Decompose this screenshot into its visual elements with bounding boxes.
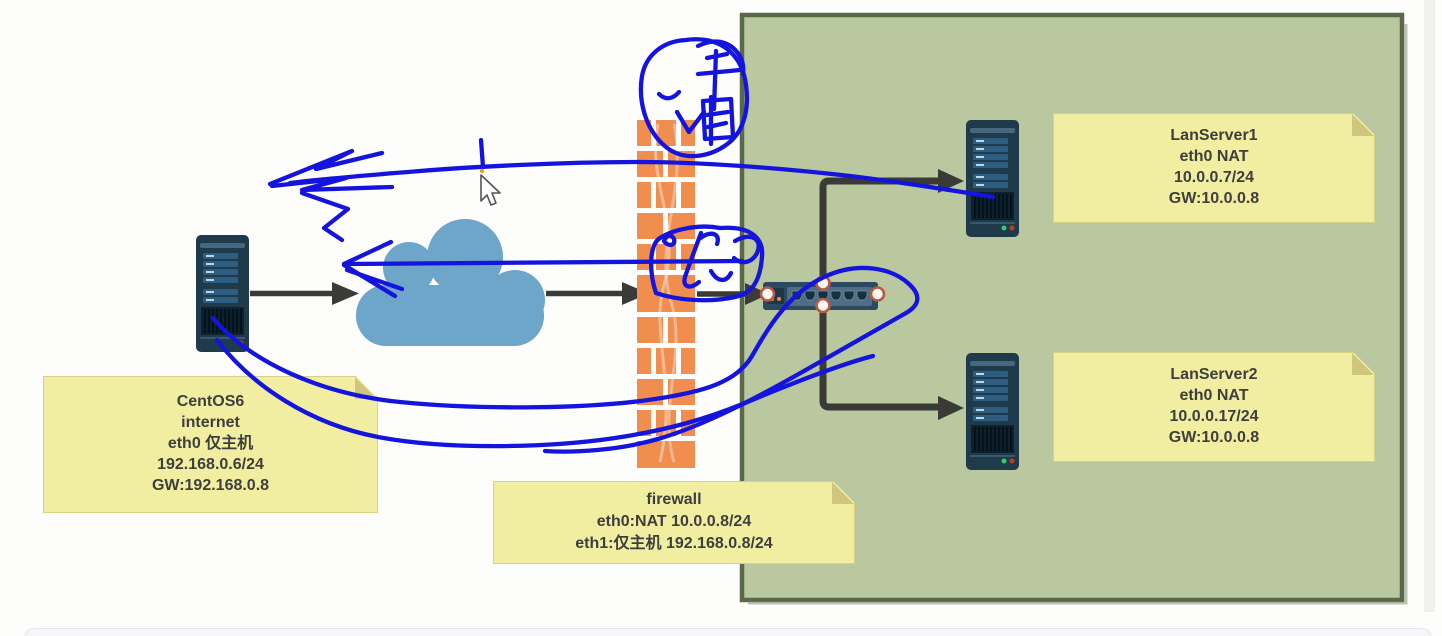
note-line: GW:10.0.0.8 bbox=[1168, 429, 1260, 446]
note-line: GW:10.0.0.8 bbox=[1168, 190, 1260, 207]
note-line: eth0:NAT 10.0.0.8/24 bbox=[596, 513, 752, 530]
arrow-cloud-to-firewall[interactable] bbox=[546, 282, 649, 305]
scrollbar-track[interactable] bbox=[1424, 0, 1435, 612]
note-line: LanServer2 bbox=[1170, 366, 1258, 383]
led-red bbox=[1009, 225, 1015, 231]
note-line: eth0 NAT bbox=[1179, 387, 1249, 404]
note-line: eth0 仅主机 bbox=[167, 435, 254, 452]
note-firewall[interactable]: firewall eth0:NAT 10.0.0.8/24 eth1:仅主机 1… bbox=[493, 481, 855, 564]
note-line: GW:192.168.0.8 bbox=[151, 477, 270, 494]
note-line: LanServer1 bbox=[1170, 127, 1258, 144]
note-line: firewall bbox=[646, 491, 702, 508]
arrow-server-to-cloud[interactable] bbox=[250, 282, 359, 305]
internet-cloud-icon[interactable] bbox=[356, 219, 545, 346]
note-lanserver2[interactable]: LanServer2 eth0 NAT 10.0.0.17/24 GW:10.0… bbox=[1053, 352, 1375, 462]
led-green bbox=[1001, 225, 1007, 231]
lanserver2-icon[interactable] bbox=[965, 352, 1020, 471]
note-line: CentOS6 bbox=[176, 393, 245, 410]
lanserver1-icon[interactable] bbox=[965, 119, 1020, 238]
note-line: eth1:仅主机 192.168.0.8/24 bbox=[575, 535, 773, 552]
led-green bbox=[1001, 458, 1007, 464]
note-line: 10.0.0.7/24 bbox=[1173, 169, 1255, 186]
note-line: 10.0.0.17/24 bbox=[1169, 408, 1259, 425]
led-red bbox=[238, 340, 244, 346]
note-lanserver1[interactable]: LanServer1 eth0 NAT 10.0.0.7/24 GW:10.0.… bbox=[1053, 113, 1375, 223]
bottom-panel bbox=[24, 628, 1432, 636]
led-red bbox=[1009, 458, 1015, 464]
note-line: internet bbox=[181, 414, 240, 431]
note-line: eth0 NAT bbox=[1179, 148, 1249, 165]
note-line: 192.168.0.6/24 bbox=[157, 456, 264, 473]
centos-server-icon[interactable] bbox=[195, 234, 250, 353]
firewall-icon[interactable] bbox=[637, 120, 695, 468]
note-centos[interactable]: CentOS6 internet eth0 仅主机 192.168.0.6/24… bbox=[43, 376, 378, 513]
